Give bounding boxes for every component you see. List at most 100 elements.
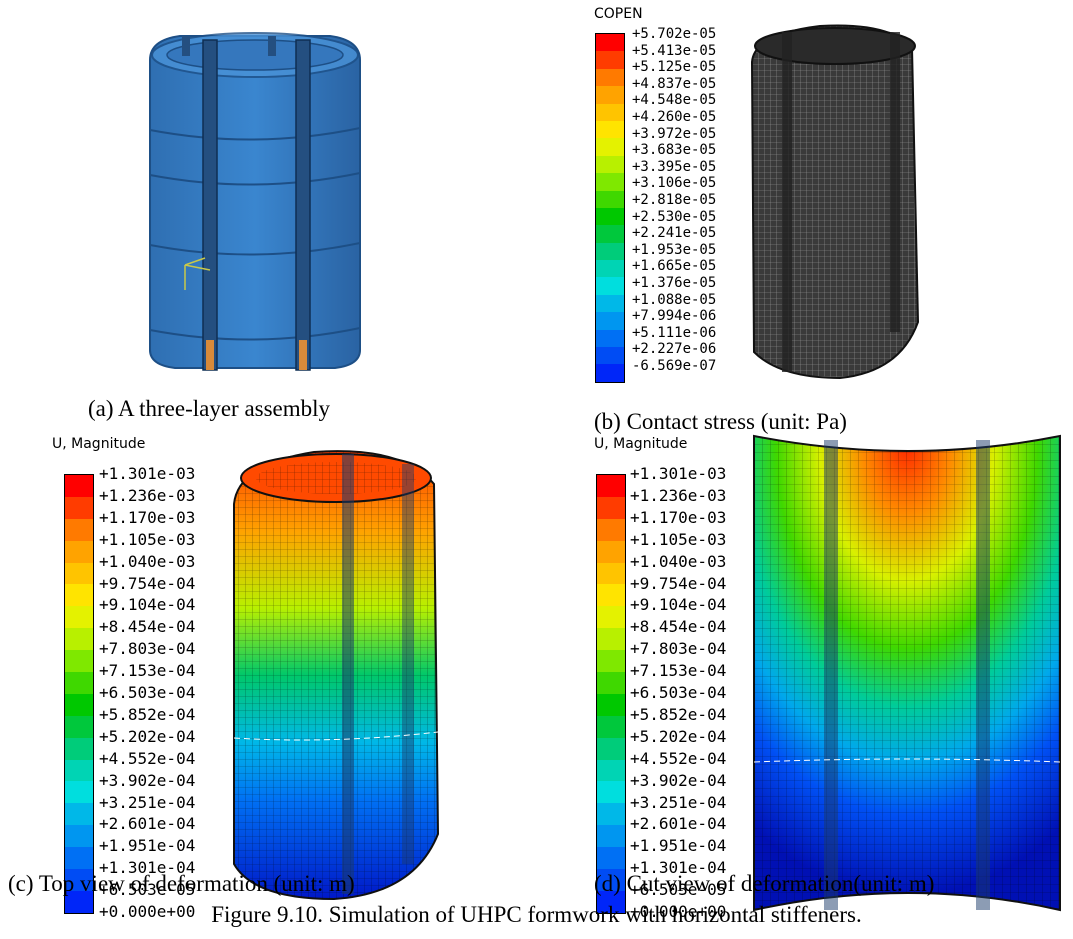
legend-value: +1.105e-03 [630, 529, 727, 549]
colorbar-band [597, 606, 625, 629]
legend-value: +4.552e-04 [630, 748, 727, 768]
colorbar-band [65, 628, 93, 651]
legend-value: +4.260e-05 [632, 109, 717, 125]
colorbar-band [596, 225, 624, 243]
colorbar-band [596, 312, 624, 330]
legend-value: +9.104e-04 [630, 595, 727, 615]
colorbar-band [596, 103, 624, 121]
colorbar-b [595, 33, 625, 383]
colorbar-band [597, 475, 625, 497]
colorbar-band [65, 715, 93, 738]
colorbar-band [597, 869, 625, 891]
legend-value: -6.569e-07 [632, 358, 717, 374]
colorbar-band [65, 518, 93, 541]
colorbar-band [65, 540, 93, 563]
legend-value: +5.111e-06 [632, 324, 717, 341]
legend-value: +9.754e-04 [630, 573, 727, 593]
legend-value: +1.236e-03 [630, 485, 727, 505]
colorbar-band [596, 260, 624, 278]
legend-value: +5.202e-04 [630, 726, 727, 746]
colorbar-c [64, 474, 94, 914]
assembly-model-image [149, 32, 361, 371]
legend-value: +1.301e-03 [630, 464, 727, 483]
legend-title-b: COPEN [594, 6, 643, 22]
legend-value: +1.170e-03 [99, 507, 196, 527]
legend-title-d: U, Magnitude [594, 436, 688, 452]
colorbar-band [596, 242, 624, 261]
legend-value: +1.951e-04 [630, 836, 727, 856]
colorbar-band [597, 737, 625, 760]
legend-value: +1.301e-04 [630, 858, 727, 878]
colorbar-band [596, 294, 624, 313]
deformation-cut-view-image [753, 434, 1061, 912]
colorbar-d [596, 474, 626, 914]
legend-value: +9.104e-04 [99, 595, 196, 615]
colorbar-band [65, 781, 93, 804]
colorbar-band [596, 51, 624, 69]
colorbar-band [597, 562, 625, 585]
legend-value: +3.683e-05 [632, 142, 717, 159]
legend-value: +2.227e-06 [632, 341, 717, 358]
legend-value: +3.251e-04 [630, 792, 727, 812]
legend-value: +2.601e-04 [99, 814, 196, 834]
legend-value: +3.251e-04 [99, 792, 196, 812]
colorbar-band [597, 540, 625, 563]
legend-value: +0.000e+00 [99, 902, 196, 921]
legend-value: +5.852e-04 [630, 704, 727, 724]
caption-d: (d) Cut view of deformation(unit: m) [594, 871, 935, 896]
colorbar-band [597, 518, 625, 541]
legend-value: +4.552e-04 [99, 748, 196, 768]
legend-value: +5.202e-04 [99, 726, 196, 746]
colorbar-band [597, 628, 625, 651]
legend-value: +1.088e-05 [632, 291, 717, 308]
colorbar-band [65, 650, 93, 673]
legend-value: +1.236e-03 [99, 485, 196, 505]
colorbar-band [65, 737, 93, 760]
colorbar-band [597, 584, 625, 607]
legend-value: +1.951e-04 [99, 836, 196, 856]
legend-value: +7.994e-06 [632, 308, 717, 325]
colorbar-band [65, 759, 93, 782]
legend-value: +7.153e-04 [99, 661, 196, 681]
legend-value: +5.125e-05 [632, 59, 717, 76]
legend-title-c: U, Magnitude [52, 436, 146, 452]
colorbar-band [596, 68, 624, 87]
colorbar-band [596, 347, 624, 365]
legend-value: +7.803e-04 [99, 639, 196, 659]
colorbar-band [596, 207, 624, 226]
colorbar-band [597, 496, 625, 519]
legend-value: +1.301e-03 [99, 464, 196, 483]
colorbar-band [597, 781, 625, 804]
legend-value: +1.301e-04 [99, 858, 196, 878]
legend-value: +6.503e-05 [630, 880, 727, 900]
colorbar-band [65, 584, 93, 607]
colorbar-band [65, 562, 93, 585]
legend-value: +1.376e-05 [632, 275, 717, 291]
colorbar-band [596, 155, 624, 174]
legend-value: +3.972e-05 [632, 125, 717, 142]
legend-value: +9.754e-04 [99, 573, 196, 593]
legend-value: +7.803e-04 [630, 639, 727, 659]
legend-value: +3.395e-05 [632, 158, 717, 175]
figure-caption: Figure 9.10. Simulation of UHPC formwork… [211, 902, 862, 927]
colorbar-band [65, 693, 93, 716]
caption-b: (b) Contact stress (unit: Pa) [594, 409, 847, 434]
legend-value: +5.702e-05 [632, 26, 717, 42]
colorbar-band [597, 890, 625, 913]
legend-value: +1.105e-03 [99, 529, 196, 549]
legend-value: +1.665e-05 [632, 258, 717, 275]
caption-a: (a) A three-layer assembly [88, 396, 331, 421]
colorbar-band [596, 86, 624, 104]
legend-value: +5.413e-05 [632, 42, 717, 59]
deformation-top-view-image [233, 450, 440, 901]
legend-value: +3.106e-05 [632, 175, 717, 192]
colorbar-band [65, 803, 93, 826]
legend-value: +6.503e-04 [630, 683, 727, 702]
colorbar-band [597, 847, 625, 870]
colorbar-band [65, 496, 93, 519]
colorbar-band [597, 803, 625, 826]
legend-value: +6.503e-05 [99, 880, 196, 900]
colorbar-band [65, 825, 93, 848]
colorbar-band [65, 847, 93, 870]
legend-value: +8.454e-04 [630, 617, 727, 637]
